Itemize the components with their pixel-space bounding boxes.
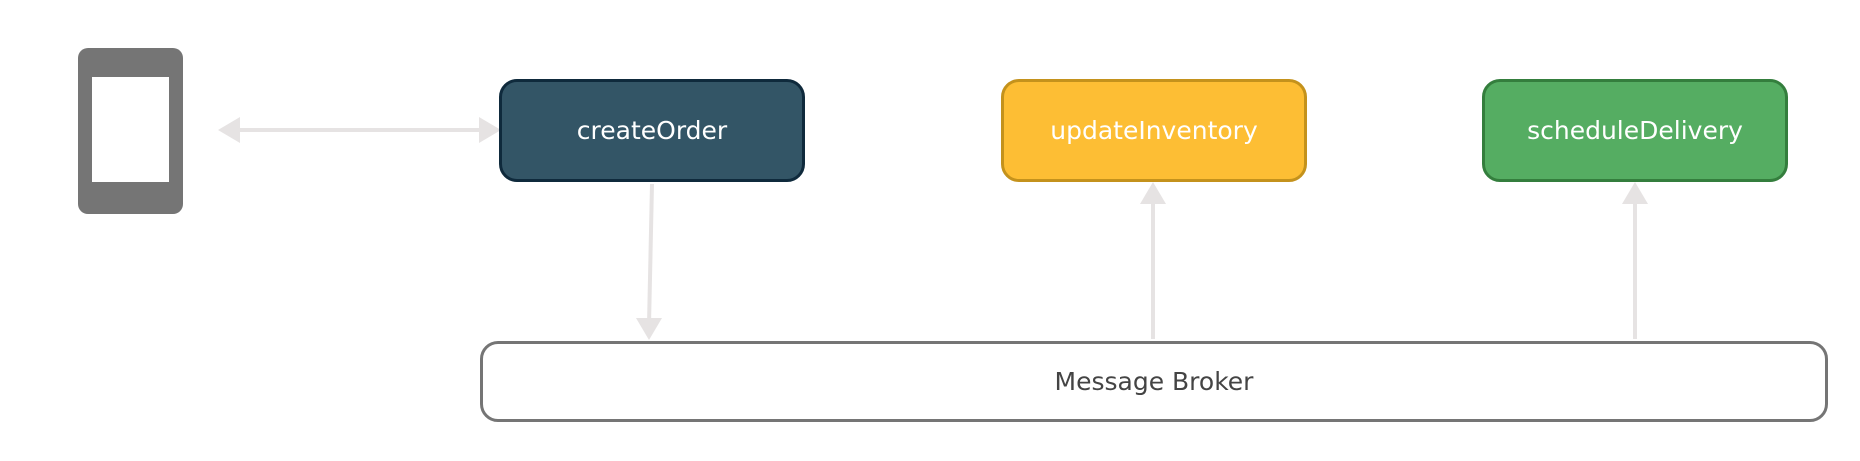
message-broker-label: Message Broker xyxy=(1054,367,1254,396)
connector-device-create-order xyxy=(218,117,501,143)
arrowhead-up xyxy=(1140,182,1166,204)
arrowhead-up xyxy=(1622,182,1648,204)
connector-broker-schedule-delivery xyxy=(1622,182,1648,339)
message-broker[interactable]: Message Broker xyxy=(480,341,1828,422)
arrowhead-right xyxy=(479,117,501,143)
phone-screen xyxy=(92,77,169,182)
connector-create-order-broker xyxy=(636,183,662,340)
update-inventory-node[interactable]: updateInventory xyxy=(1001,79,1307,182)
create-order-label: createOrder xyxy=(576,116,728,145)
schedule-delivery-node[interactable]: scheduleDelivery xyxy=(1482,79,1788,182)
arrowhead-down xyxy=(636,318,662,340)
create-order-node[interactable]: createOrder xyxy=(499,79,805,182)
schedule-delivery-label: scheduleDelivery xyxy=(1527,116,1743,145)
mobile-phone-icon xyxy=(78,48,183,214)
arrowhead-left xyxy=(218,117,240,143)
connector-broker-update-inventory xyxy=(1140,182,1166,339)
update-inventory-label: updateInventory xyxy=(1050,116,1258,145)
connector-line xyxy=(647,183,654,326)
